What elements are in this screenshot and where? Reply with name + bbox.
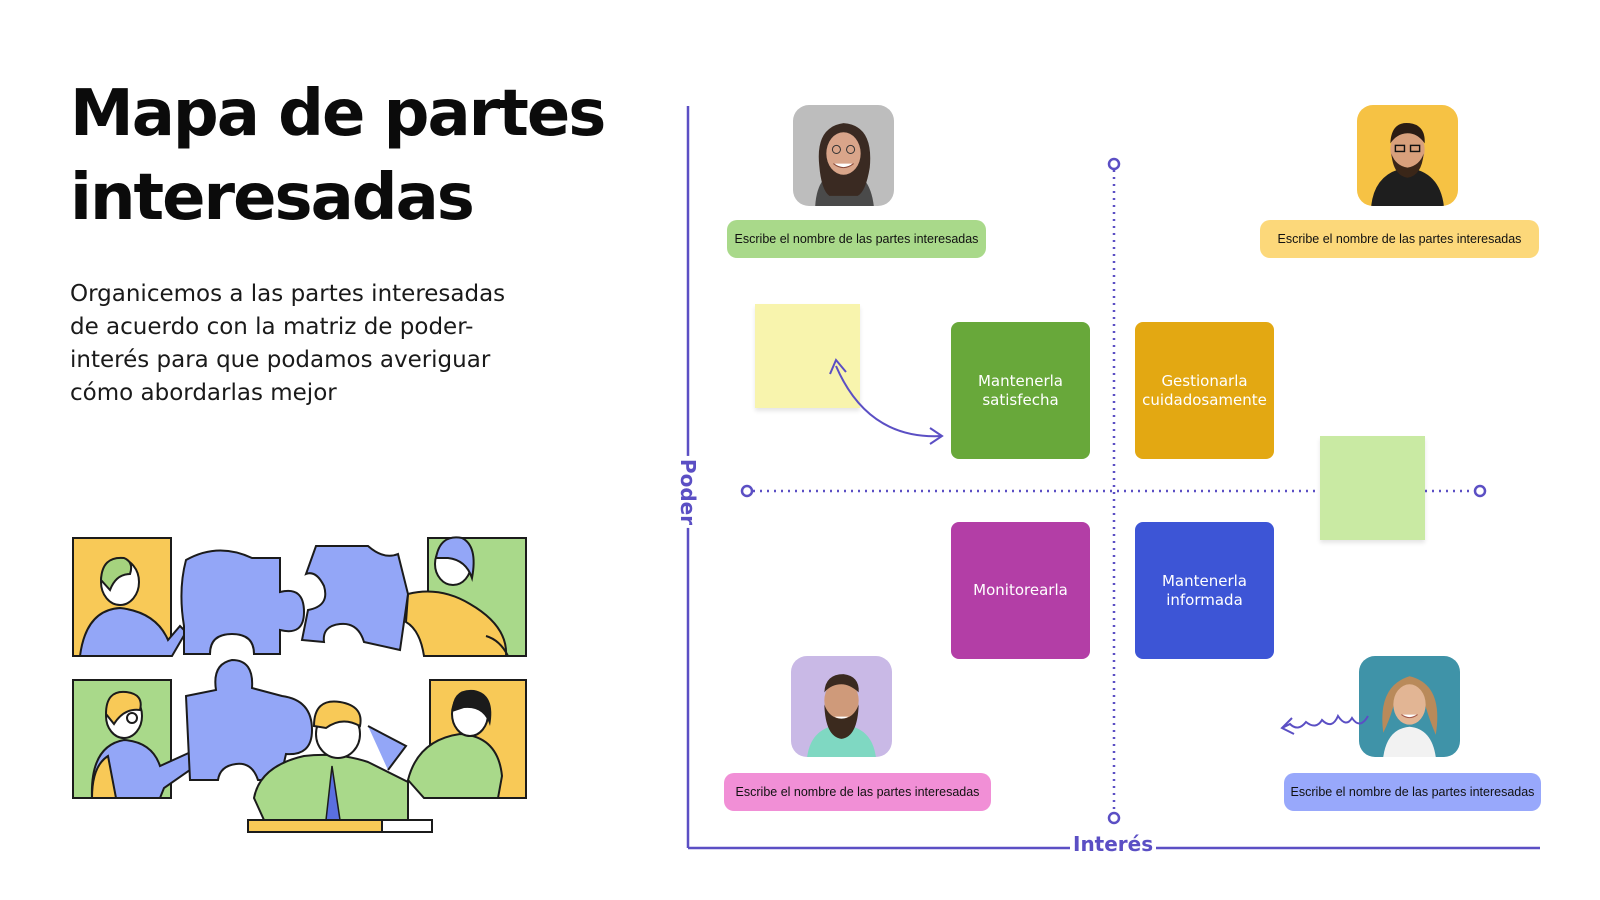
sticky-note-green[interactable]: [1320, 436, 1425, 540]
quadrant-label: Mantenerla satisfecha: [977, 371, 1063, 409]
avatar-stakeholder-bottom-right[interactable]: [1359, 656, 1460, 757]
stakeholder-name-field[interactable]: Escribe el nombre de las partes interesa…: [727, 220, 986, 258]
squiggle-arrow-icon: [1280, 713, 1369, 735]
page-subtitle: Organicemos a las partes interesadas de …: [70, 281, 506, 406]
stakeholder-name-field[interactable]: Escribe el nombre de las partes interesa…: [1284, 773, 1541, 811]
stakeholder-name-placeholder: Escribe el nombre de las partes interesa…: [735, 785, 980, 799]
x-axis-label: Interés: [1070, 832, 1157, 856]
avatar-stakeholder-top-right[interactable]: [1357, 105, 1458, 206]
page-title-line-1: Mapa de partes: [70, 77, 606, 151]
stakeholder-name-placeholder: Escribe el nombre de las partes interesa…: [1290, 785, 1535, 799]
quadrant-label: Mantenerla informada: [1161, 571, 1247, 609]
page-title-line-2: interesadas: [70, 161, 475, 235]
avatar-stakeholder-bottom-left[interactable]: [791, 656, 892, 757]
puzzle-piece: [184, 658, 314, 781]
quadrant-label: Monitorearla: [973, 581, 1068, 599]
page-title: Mapa de partes interesadas: [70, 72, 670, 240]
quadrant-monitor[interactable]: Monitorearla: [951, 522, 1090, 659]
stakeholder-name-field[interactable]: Escribe el nombre de las partes interesa…: [1260, 220, 1539, 258]
puzzle-piece: [180, 549, 306, 655]
sticky-note-yellow[interactable]: [755, 304, 860, 408]
person-frame-top-left: [72, 537, 188, 657]
person-frame-bottom-right: [406, 679, 527, 799]
stakeholder-name-placeholder: Escribe el nombre de las partes interesa…: [1277, 232, 1522, 246]
quadrant-keep-informed[interactable]: Mantenerla informada: [1135, 522, 1274, 659]
stakeholder-name-placeholder: Escribe el nombre de las partes interesa…: [734, 232, 979, 246]
quadrant-manage-closely[interactable]: Gestionarla cuidadosamente: [1135, 322, 1274, 459]
avatar-stakeholder-top-left[interactable]: [793, 105, 894, 206]
quadrant-label: Gestionarla cuidadosamente: [1142, 371, 1267, 409]
y-axis-label: Poder: [676, 455, 701, 529]
stakeholder-name-field[interactable]: Escribe el nombre de las partes interesa…: [724, 773, 991, 811]
puzzle-piece: [300, 545, 410, 652]
person-frame-top-right: [404, 536, 527, 657]
person-frame-bottom-left: [72, 679, 212, 799]
quadrant-keep-satisfied[interactable]: Mantenerla satisfecha: [951, 322, 1090, 459]
puzzle-team-illustration: [68, 530, 548, 860]
